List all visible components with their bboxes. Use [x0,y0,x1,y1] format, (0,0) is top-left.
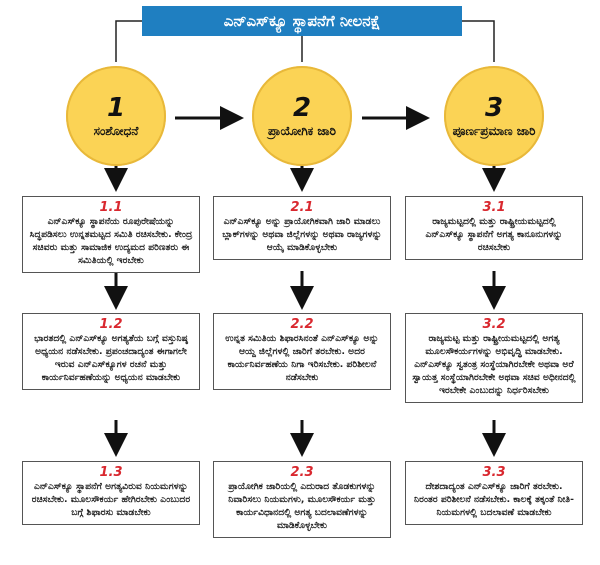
step-text: ದೇಶದಾದ್ಯಂತ ಎನ್‌ಎಸ್‌ಕ್ಯೂ ಜಾರಿಗೆ ತರಬೇಕು. ನ… [414,481,574,518]
step-text: ಭಾರತದಲ್ಲಿ ಎನ್‌ಎಸ್‌ಕ್ಯೂ ಅಗತ್ಯತೆಯ ಬಗ್ಗೆ ವಸ… [34,333,188,383]
step-text: ರಾಜ್ಯಮಟ್ಟ ಮತ್ತು ರಾಷ್ಟ್ರೀಯಮಟ್ಟದಲ್ಲಿ ಅಗತ್ಯ… [412,333,576,396]
step-box-1-2: 1.2 ಭಾರತದಲ್ಲಿ ಎನ್‌ಎಸ್‌ಕ್ಯೂ ಅಗತ್ಯತೆಯ ಬಗ್ಗ… [22,313,200,390]
step-number: 2.2 [290,317,314,332]
step-box-3-1: 3.1 ರಾಜ್ಯಮಟ್ಟದಲ್ಲಿ ಮತ್ತು ರಾಷ್ಟ್ರೀಯಮಟ್ಟದಲ… [405,196,583,260]
title-connector-right [462,20,495,62]
step-text: ಎನ್‌ಎಸ್‌ಕ್ಯೂ ಅನ್ನು ಪ್ರಾಯೋಗಿಕವಾಗಿ ಜಾರಿ ಮಾ… [222,216,382,253]
step-number: 2.1 [290,200,314,215]
step-number: 2.3 [290,465,314,480]
stage-number: 1 [106,93,126,123]
step-box-3-3: 3.3 ದೇಶದಾದ್ಯಂತ ಎನ್‌ಎಸ್‌ಕ್ಯೂ ಜಾರಿಗೆ ತರಬೇಕ… [405,461,583,525]
step-box-1-1: 1.1 ಎನ್‌ಎಸ್‌ಕ್ಯೂ ಸ್ಥಾಪನೆಯ ರೂಪುರೇಷೆಯನ್ನು … [22,196,200,273]
step-text: ಎನ್‌ಎಸ್‌ಕ್ಯೂ ಸ್ಥಾಪನೆಗೆ ಅಗತ್ಯವಿರುವ ನಿಯಮಗಳ… [31,481,191,518]
stage-label: ಪ್ರಾಯೋಗಿಕ ಜಾರಿ [268,124,336,138]
title-connector-left [115,20,142,62]
stage-circle-3: 3 ಪೂರ್ಣಪ್ರಮಾಣ ಜಾರಿ [444,66,544,166]
step-number: 1.3 [99,465,123,480]
step-number: 1.1 [99,200,123,215]
step-box-2-1: 2.1 ಎನ್‌ಎಸ್‌ಕ್ಯೂ ಅನ್ನು ಪ್ರಾಯೋಗಿಕವಾಗಿ ಜಾರ… [213,196,391,260]
step-text: ಎನ್‌ಎಸ್‌ಕ್ಯೂ ಸ್ಥಾಪನೆಯ ರೂಪುರೇಷೆಯನ್ನು ಸಿದ್… [29,216,193,266]
stage-circle-1: 1 ಸಂಶೋಧನೆ [66,66,166,166]
step-box-2-2: 2.2 ಉನ್ನತ ಸಮಿತಿಯ ಶಿಫಾರಸಿನಂತೆ ಎನ್‌ಎಸ್‌ಕ್ಯ… [213,313,391,390]
step-text: ಪ್ರಾಯೋಗಿಕ ಜಾರಿಯಲ್ಲಿ ಎದುರಾದ ತೊಡಕುಗಳನ್ನು ನ… [228,481,376,531]
step-box-1-3: 1.3 ಎನ್‌ಎಸ್‌ಕ್ಯೂ ಸ್ಥಾಪನೆಗೆ ಅಗತ್ಯವಿರುವ ನಿ… [22,461,200,525]
stage-number: 2 [292,93,312,123]
stage-label: ಪೂರ್ಣಪ್ರಮಾಣ ಜಾರಿ [452,124,536,138]
step-box-2-3: 2.3 ಪ್ರಾಯೋಗಿಕ ಜಾರಿಯಲ್ಲಿ ಎದುರಾದ ತೊಡಕುಗಳನ್… [213,461,391,538]
step-number: 3.3 [482,465,506,480]
step-number: 3.2 [482,317,506,332]
step-number: 3.1 [482,200,506,215]
stage-label: ಸಂಶೋಧನೆ [93,124,139,138]
stage-circle-2: 2 ಪ್ರಾಯೋಗಿಕ ಜಾರಿ [252,66,352,166]
step-number: 1.2 [99,317,123,332]
diagram-title: ಎನ್‌ಎಸ್‌ಕ್ಯೂ ಸ್ಥಾಪನೆಗೆ ನೀಲನಕ್ಷೆ [142,6,462,36]
step-box-3-2: 3.2 ರಾಜ್ಯಮಟ್ಟ ಮತ್ತು ರಾಷ್ಟ್ರೀಯಮಟ್ಟದಲ್ಲಿ ಅ… [405,313,583,403]
step-text: ರಾಜ್ಯಮಟ್ಟದಲ್ಲಿ ಮತ್ತು ರಾಷ್ಟ್ರೀಯಮಟ್ಟದಲ್ಲಿ … [425,216,563,253]
stage-number: 3 [484,93,504,123]
step-text: ಉನ್ನತ ಸಮಿತಿಯ ಶಿಫಾರಸಿನಂತೆ ಎನ್‌ಎಸ್‌ಕ್ಯೂ ಅನ… [225,333,379,383]
